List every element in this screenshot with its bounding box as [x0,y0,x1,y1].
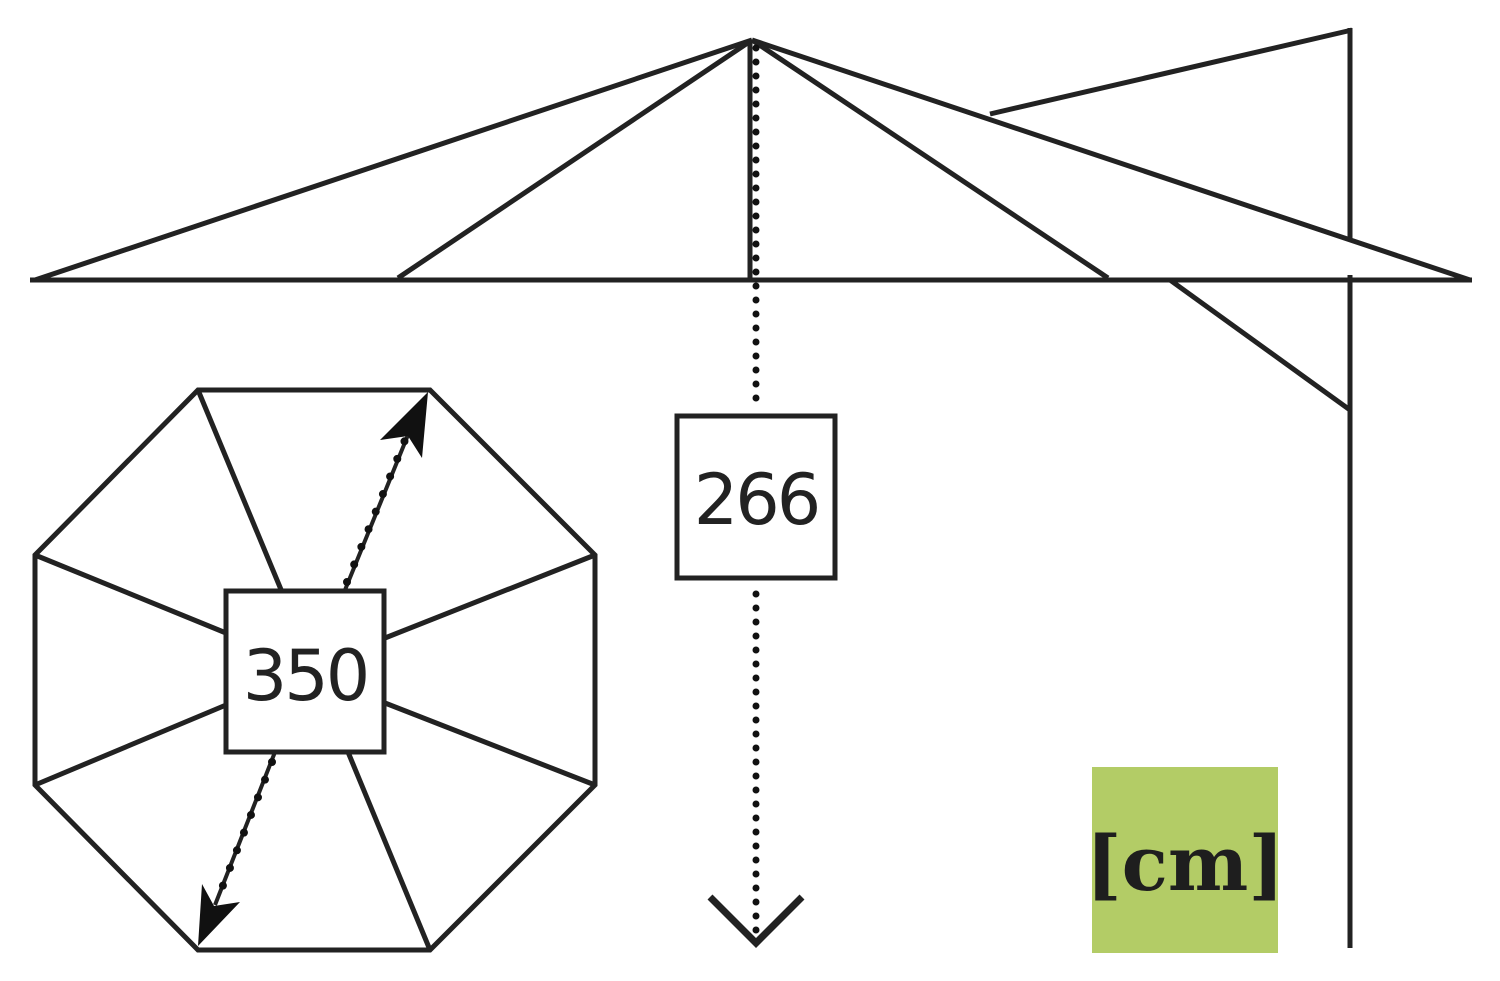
spoke [34,552,227,636]
canopy-rib-right [750,37,1110,281]
diameter-label-box [223,588,387,755]
arm-strut [1168,277,1352,413]
arm-top [989,27,1353,117]
unit-badge: [cm] [1086,767,1285,953]
canopy-rib-left [396,37,754,281]
unit-label: [cm] [1086,819,1285,908]
spoke [384,700,596,788]
umbrella-side-view [30,27,1472,948]
height-label-box [674,413,838,581]
unit-badge-background [1092,767,1278,953]
arrow-up-icon [380,392,428,458]
height-dimension: 266 [674,44,838,948]
spoke [34,702,227,788]
arrow-down-icon [198,884,240,946]
height-label: 266 [694,459,819,541]
canopy-edge-right [751,37,1471,283]
spoke [384,552,596,641]
canopy-top-view: 350 [32,387,598,953]
diameter-dots-lower [214,758,276,902]
chevron-down-icon [707,894,805,948]
canopy-edge-left [34,37,753,283]
spoke [195,389,285,593]
spoke [345,751,433,951]
diameter-dots-upper [343,436,409,586]
diameter-label: 350 [243,635,368,717]
